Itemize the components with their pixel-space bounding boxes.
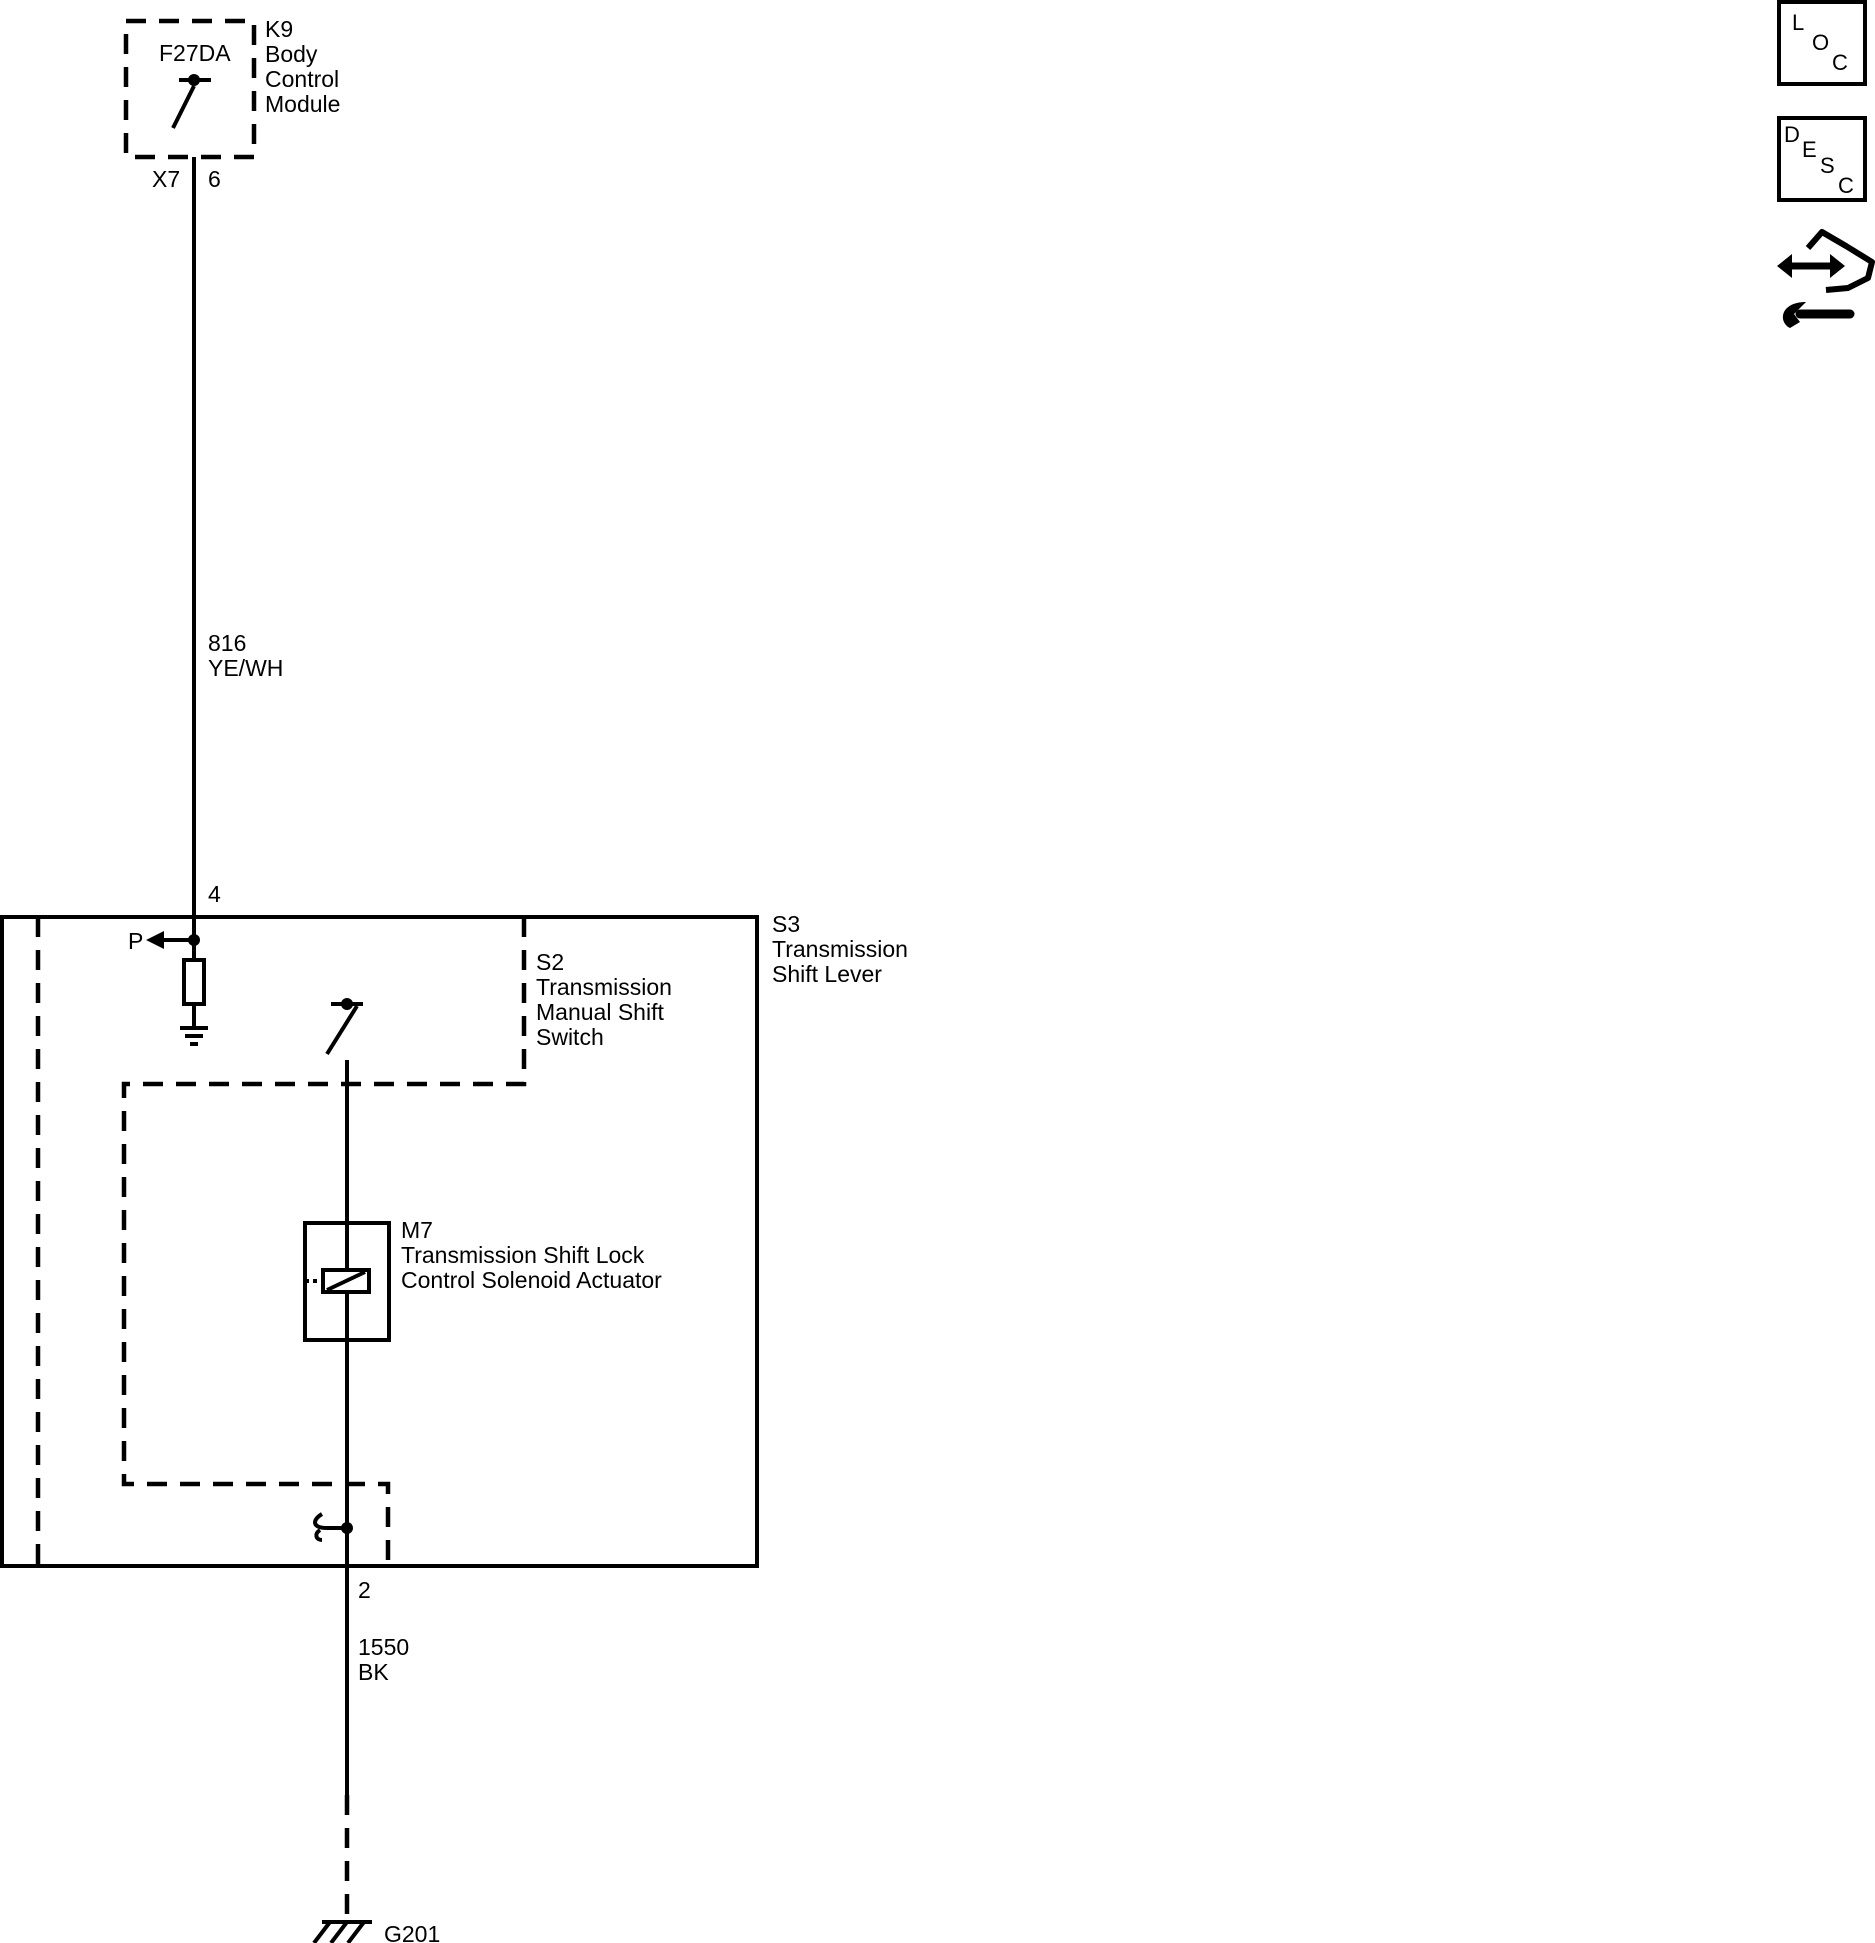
k9-name-line1: Body — [265, 41, 318, 67]
park-label: P — [128, 928, 143, 954]
desc-letter-1: D — [1784, 122, 1800, 147]
m7-shift-lock-solenoid[interactable]: M7 Transmission Shift Lock Control Solen… — [303, 1217, 662, 1342]
park-arrow-icon — [146, 931, 164, 949]
k9-pin-label: 6 — [208, 166, 221, 192]
wire-1550-circuit: 1550 — [358, 1634, 409, 1660]
resistor-icon — [182, 958, 206, 1006]
inline-connector-icon — [313, 1512, 353, 1542]
k9-ref: K9 — [265, 16, 293, 42]
loc-letter-1: L — [1792, 10, 1804, 35]
s2-ref: S2 — [536, 949, 564, 975]
m7-name-line2: Control Solenoid Actuator — [401, 1267, 662, 1293]
k9-name-line2: Control — [265, 66, 339, 92]
s3-ref: S3 — [772, 911, 800, 937]
s3-name-line1: Transmission — [772, 936, 908, 962]
ground-g201[interactable]: G201 — [312, 1920, 440, 1943]
s2-dashed-boundary — [121, 917, 527, 1566]
wire-1550-color: BK — [358, 1659, 389, 1685]
ground-icon — [312, 1920, 372, 1943]
s2-name-line2: Manual Shift — [536, 999, 664, 1025]
loc-letter-3: C — [1832, 50, 1848, 75]
wire-1550[interactable]: 1550 BK — [344, 1566, 409, 1918]
k9-body-control-module[interactable]: F27DA K9 Body Control Module X7 6 — [123, 16, 340, 192]
loc-icon — [1777, 0, 1867, 86]
k9-internal-switch-icon — [171, 74, 211, 160]
s3-name-line2: Shift Lever — [772, 961, 882, 987]
s3-pin-in: 4 — [208, 881, 221, 907]
connector-end-view-button[interactable] — [1777, 229, 1875, 328]
wire-816[interactable]: 816 YE/WH — [192, 160, 283, 940]
desc-letter-2: E — [1802, 137, 1817, 162]
s2-manual-shift-switch[interactable]: S2 Transmission Manual Shift Switch — [121, 917, 672, 1566]
s3-transmission-shift-lever[interactable]: 4 S3 Transmission Shift Lever 2 — [0, 881, 908, 1603]
s3-boundary — [0, 915, 759, 1568]
s2-switch-icon — [325, 998, 363, 1056]
desc-button[interactable]: D E S C — [1777, 116, 1867, 202]
wire-816-circuit: 816 — [208, 630, 246, 656]
desc-letter-3: S — [1820, 153, 1835, 178]
wire-816-color: YE/WH — [208, 655, 283, 681]
m7-name-line1: Transmission Shift Lock — [401, 1242, 645, 1268]
chassis-ground-icon — [180, 1026, 208, 1046]
desc-icon — [1777, 116, 1867, 202]
loc-letter-2: O — [1812, 30, 1829, 55]
s2-name-line3: Switch — [536, 1024, 604, 1050]
connector-end-view-icon — [1777, 229, 1875, 328]
k9-internal-label: F27DA — [159, 40, 231, 66]
s3-pin-out: 2 — [358, 1577, 371, 1603]
desc-letter-4: C — [1838, 173, 1854, 198]
m7-ref: M7 — [401, 1217, 433, 1243]
s2-name-line1: Transmission — [536, 974, 672, 1000]
loc-button[interactable]: L O C — [1777, 0, 1867, 86]
k9-connector-label: X7 — [152, 166, 180, 192]
k9-name-line3: Module — [265, 91, 340, 117]
ground-ref: G201 — [384, 1921, 440, 1943]
park-position-circuit: P — [128, 928, 208, 1046]
